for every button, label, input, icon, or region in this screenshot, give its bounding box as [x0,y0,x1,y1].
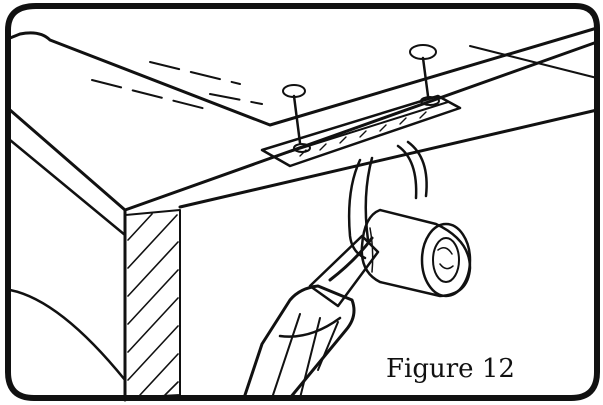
end-grain-hatch [124,209,181,399]
wire-coil [360,208,472,298]
metal-strap [260,94,462,168]
push-pin-right [409,44,440,106]
figure-frame [5,3,600,401]
soldering-iron [242,234,380,400]
figure-caption: Figure 12 [386,354,515,384]
push-pin-left [282,84,311,153]
wooden-beam [8,26,599,402]
